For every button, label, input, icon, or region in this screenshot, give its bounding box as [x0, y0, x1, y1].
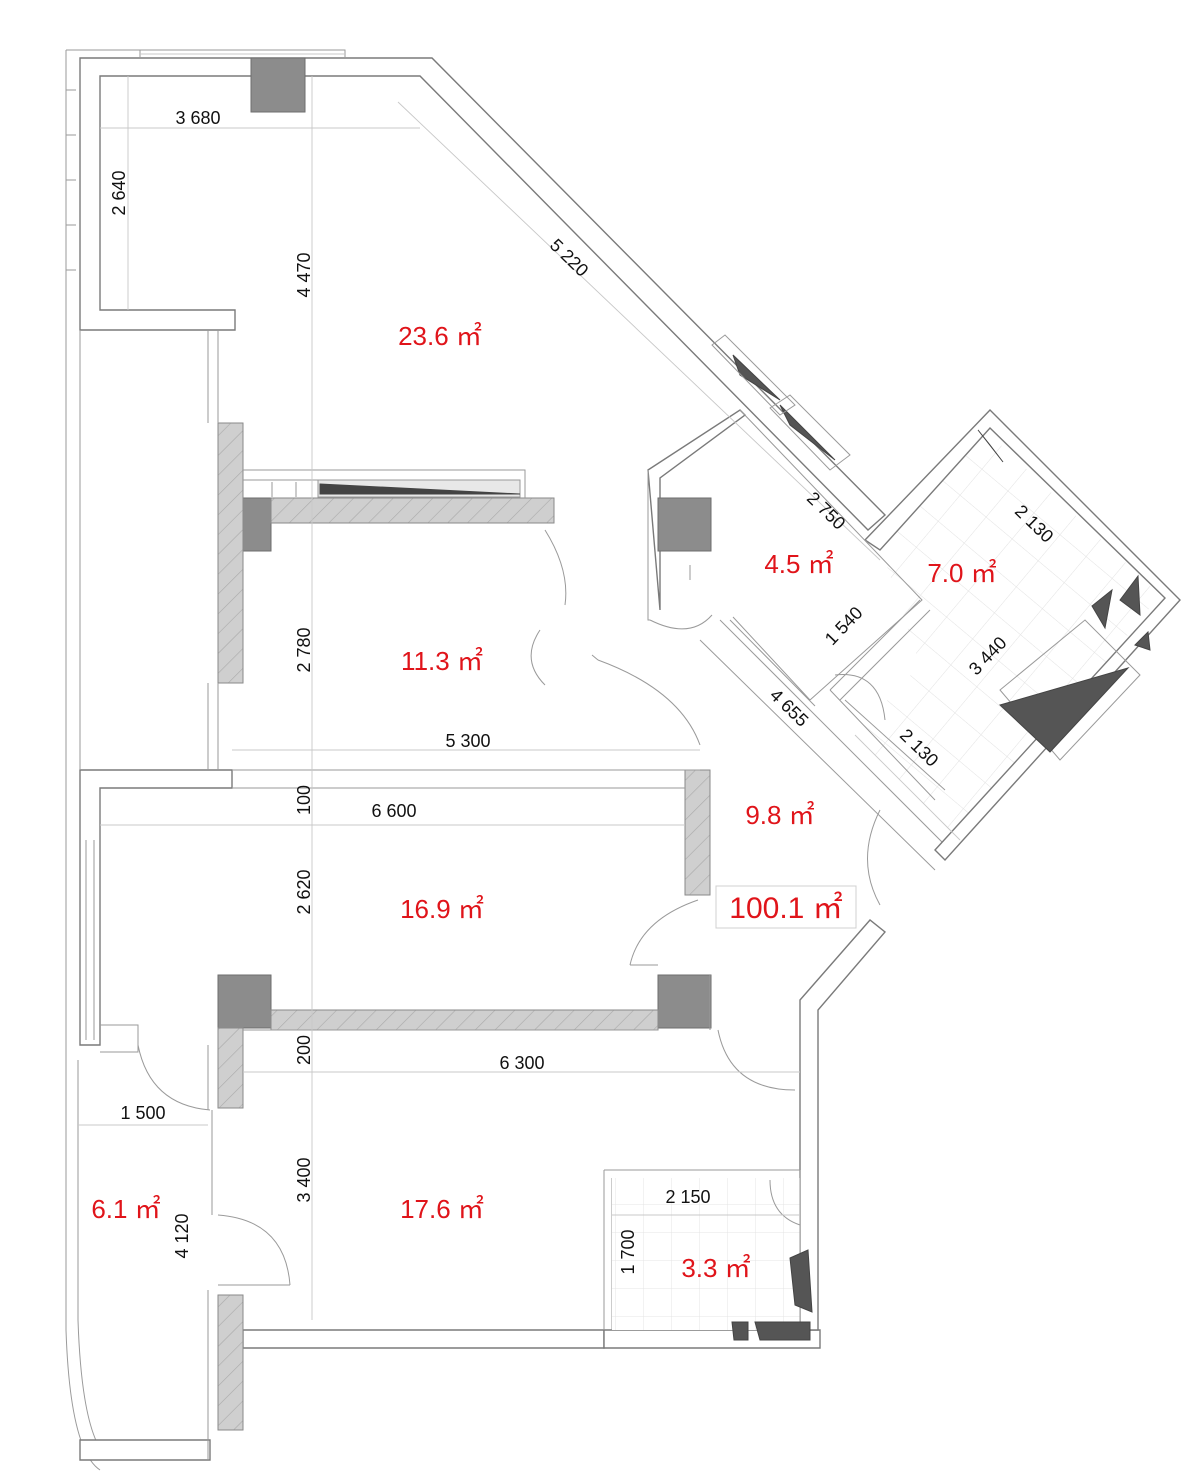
room-areas: 23.6 ㎡ 11.3 ㎡ 4.5 ㎡ 7.0 ㎡ 9.8 ㎡ 16.9 ㎡ 1…: [91, 321, 996, 1283]
dim-label: 2 150: [665, 1187, 710, 1207]
dim-label: 3 400: [294, 1157, 314, 1202]
dim-label: 4 120: [172, 1213, 192, 1258]
dim-label: 4 655: [766, 685, 812, 731]
total-area-box: 100.1 ㎡: [715, 885, 857, 929]
dim-label: 200: [294, 1035, 314, 1065]
dim-label: 4 470: [294, 252, 314, 297]
total-area-label: 100.1 ㎡: [729, 892, 842, 925]
dim-label: 2 640: [109, 170, 129, 215]
room-area-bathroom-small: 4.5 ㎡: [764, 549, 833, 579]
room-area-bedroom-lower: 17.6 ㎡: [400, 1194, 484, 1224]
room-area-hall: 9.8 ㎡: [745, 800, 814, 830]
partitions: [217, 422, 711, 1431]
doors: [137, 529, 886, 1286]
room-area-bathroom-lower: 3.3 ㎡: [681, 1253, 750, 1283]
room-area-living: 23.6 ㎡: [398, 321, 482, 351]
room-area-bedroom-upper: 11.3 ㎡: [401, 646, 483, 676]
dim-label: 5 300: [445, 731, 490, 751]
bathroom-large-block: [829, 409, 1181, 862]
columns: [217, 57, 712, 1029]
dim-label: 1 540: [821, 603, 867, 649]
dim-label: 1 700: [618, 1229, 638, 1274]
dim-label: 2 780: [294, 627, 314, 672]
room-area-bedroom-middle: 16.9 ㎡: [400, 894, 484, 924]
room-area-bathroom-large: 7.0 ㎡: [927, 558, 996, 588]
dim-label: 3 680: [175, 108, 220, 128]
outer-walls: [65, 49, 951, 1471]
dim-label: 100: [294, 785, 314, 815]
dim-label: 2 620: [294, 869, 314, 914]
dim-label: 1 500: [120, 1103, 165, 1123]
dimension-lines: [78, 76, 881, 1320]
dim-label: 6 600: [371, 801, 416, 821]
room-area-balcony: 6.1 ㎡: [91, 1194, 160, 1224]
interior-walls: [100, 330, 813, 1460]
dim-label: 6 300: [499, 1053, 544, 1073]
bathroom-small-block: [647, 334, 923, 707]
